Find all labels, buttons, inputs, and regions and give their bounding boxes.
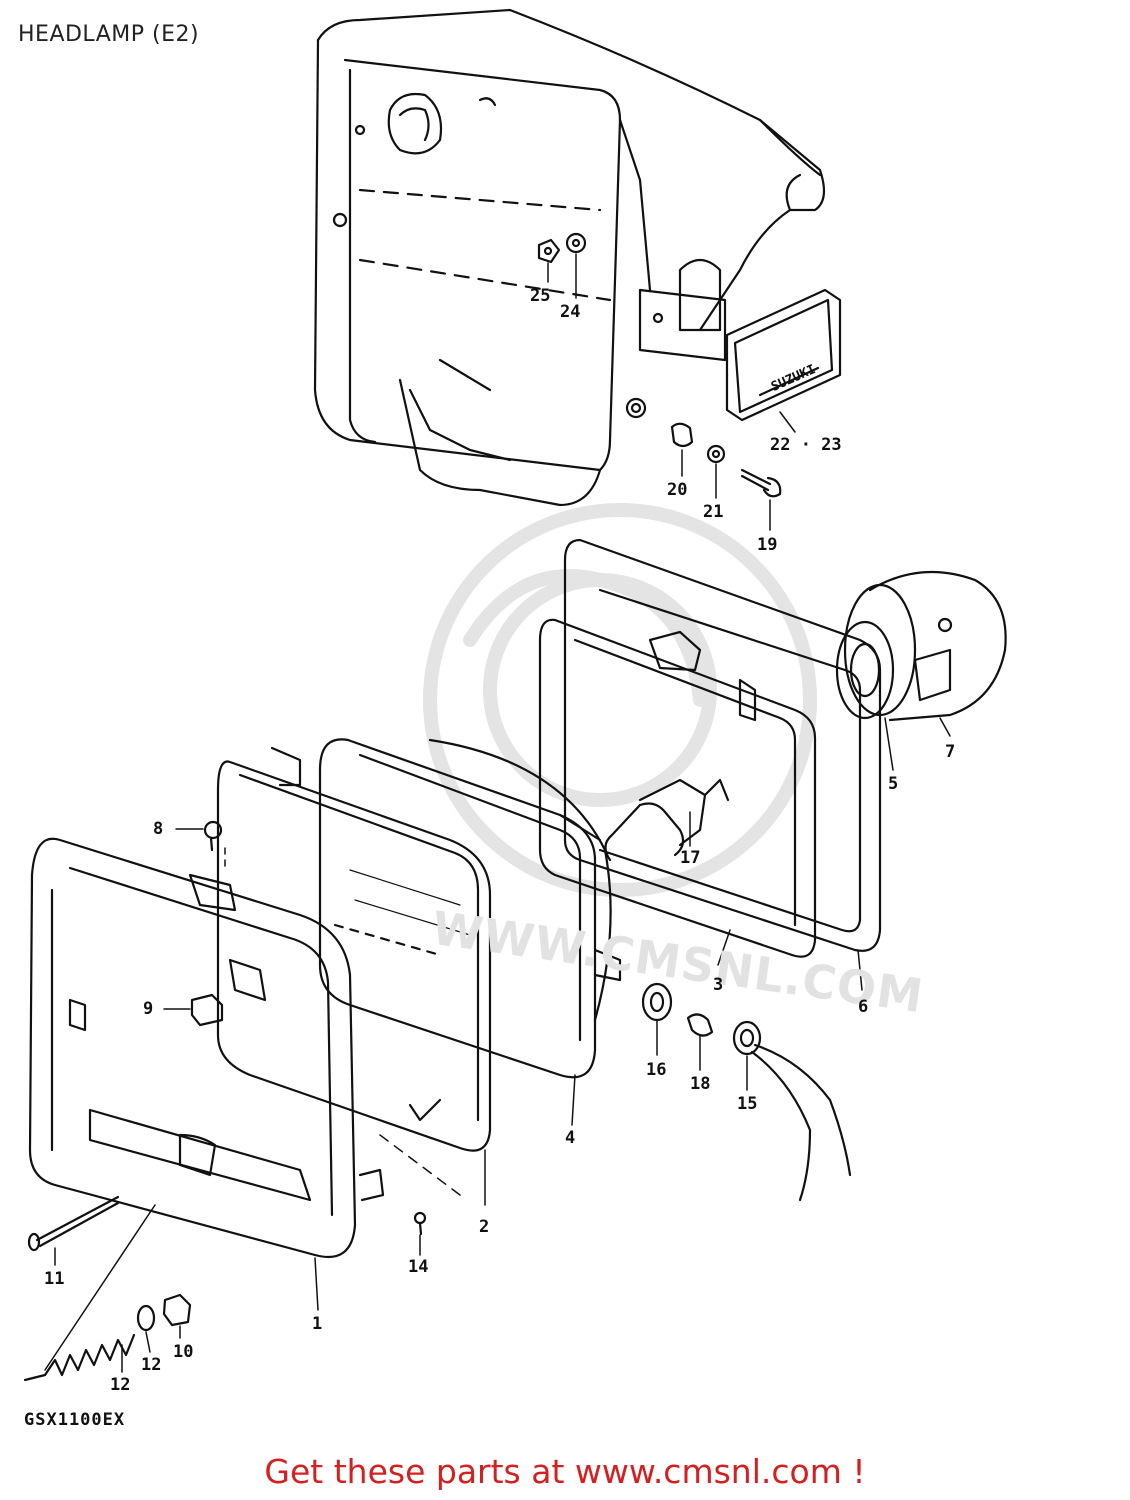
label-part-12: 12 xyxy=(141,1355,162,1375)
washer-24 xyxy=(565,232,587,254)
nut-10 xyxy=(162,1293,192,1327)
label-part-8: 8 xyxy=(153,819,164,839)
label-part-18: 18 xyxy=(690,1074,711,1094)
label-part-6: 6 xyxy=(858,997,869,1017)
label-part-9: 9 xyxy=(143,999,154,1019)
label-part-10: 10 xyxy=(173,1342,194,1362)
label-part-20: 20 xyxy=(667,480,688,500)
socket-15 xyxy=(732,1020,852,1202)
screw-14 xyxy=(413,1211,427,1236)
headlamp-housing xyxy=(313,8,826,507)
grommet-20 xyxy=(670,422,694,448)
label-part-16: 16 xyxy=(646,1060,667,1080)
nut-25 xyxy=(537,238,561,264)
label-part-12-spring: 12 xyxy=(110,1375,131,1395)
mounting-ring-2 xyxy=(216,746,492,1152)
screw-19 xyxy=(740,468,782,498)
model-code: GSX1100EX xyxy=(24,1410,126,1430)
grommet-16 xyxy=(641,982,673,1022)
label-part-4: 4 xyxy=(565,1128,576,1148)
label-part-21: 21 xyxy=(703,502,724,522)
label-part-1: 1 xyxy=(312,1314,323,1334)
washer-21 xyxy=(706,444,726,464)
clip-9 xyxy=(190,993,224,1027)
socket-5 xyxy=(835,620,895,720)
outer-rim-1 xyxy=(28,837,385,1259)
screw-8 xyxy=(203,820,223,852)
bulb-17 xyxy=(604,778,730,862)
emblem-22-23 xyxy=(725,288,842,422)
footer-parts-link[interactable]: Get these parts at www.cmsnl.com ! xyxy=(264,1452,866,1491)
reflector-frame-3 xyxy=(538,618,817,958)
adjust-screw-11 xyxy=(27,1195,120,1252)
sealed-beam-4 xyxy=(318,738,622,1079)
label-part-2: 2 xyxy=(479,1217,490,1237)
label-part-5: 5 xyxy=(888,774,899,794)
label-part-22-23: 22 · 23 xyxy=(770,435,842,455)
label-part-24: 24 xyxy=(560,302,581,322)
washer-12 xyxy=(136,1304,156,1332)
pilot-bulb-18 xyxy=(686,1013,714,1037)
diagram-title: HEADLAMP (E2) xyxy=(18,22,200,47)
watermark-emblem xyxy=(423,503,817,897)
leader-lines xyxy=(44,253,951,1373)
label-part-19: 19 xyxy=(757,535,778,555)
label-part-17: 17 xyxy=(680,848,701,868)
label-part-25: 25 xyxy=(530,286,551,306)
label-part-7: 7 xyxy=(945,742,956,762)
label-part-14: 14 xyxy=(408,1257,429,1277)
bulb-cover-7 xyxy=(843,570,1007,722)
label-part-3: 3 xyxy=(713,975,724,995)
spring-12 xyxy=(23,1333,136,1382)
label-part-15: 15 xyxy=(737,1094,758,1114)
label-part-11: 11 xyxy=(44,1269,65,1289)
